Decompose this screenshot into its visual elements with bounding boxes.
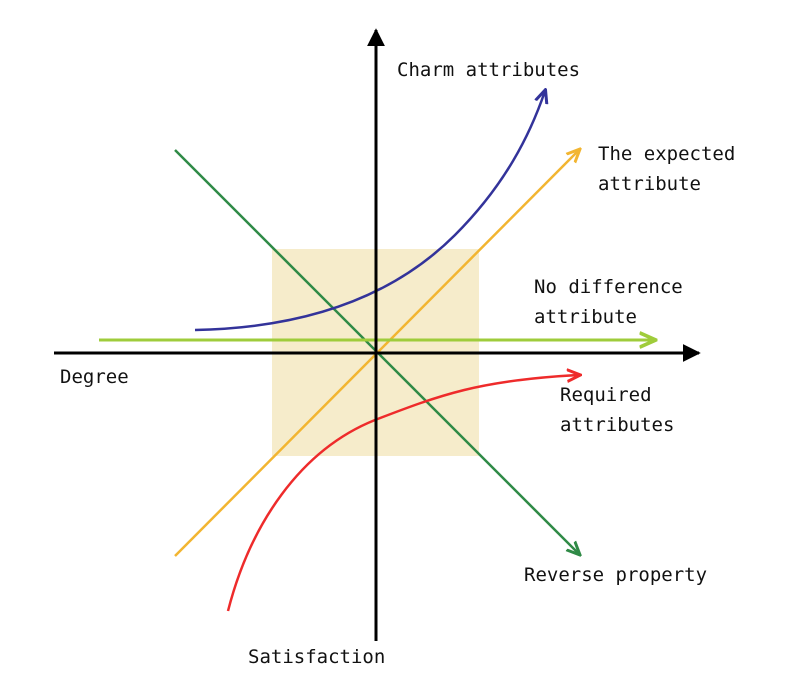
required-attributes-label: Required attributes — [560, 380, 674, 440]
required-label-line-2: attributes — [560, 414, 675, 436]
no-difference-label-line-2: attribute — [534, 306, 637, 328]
expected-label-line-1: The expected — [598, 143, 736, 165]
satisfaction-axis-label: Satisfaction — [248, 642, 385, 672]
required-label-line-1: Required — [560, 384, 652, 406]
degree-label-text: Degree — [60, 366, 129, 388]
expected-label-line-2: attribute — [598, 173, 701, 195]
expected-attribute-label: The expected attribute — [598, 139, 735, 199]
reverse-label-line-1: Reverse property — [524, 564, 708, 586]
degree-axis-label: Degree — [60, 362, 129, 392]
charm-attributes-label: Charm attributes — [397, 55, 580, 85]
reverse-property-label: Reverse property — [524, 560, 707, 590]
charm-attributes-curve — [194, 91, 545, 332]
satisfaction-label-text: Satisfaction — [248, 646, 386, 668]
charm-label-line-1: Charm attributes — [397, 59, 581, 81]
no-difference-label-line-1: No difference — [534, 276, 683, 298]
no-difference-attribute-label: No difference attribute — [534, 272, 683, 332]
